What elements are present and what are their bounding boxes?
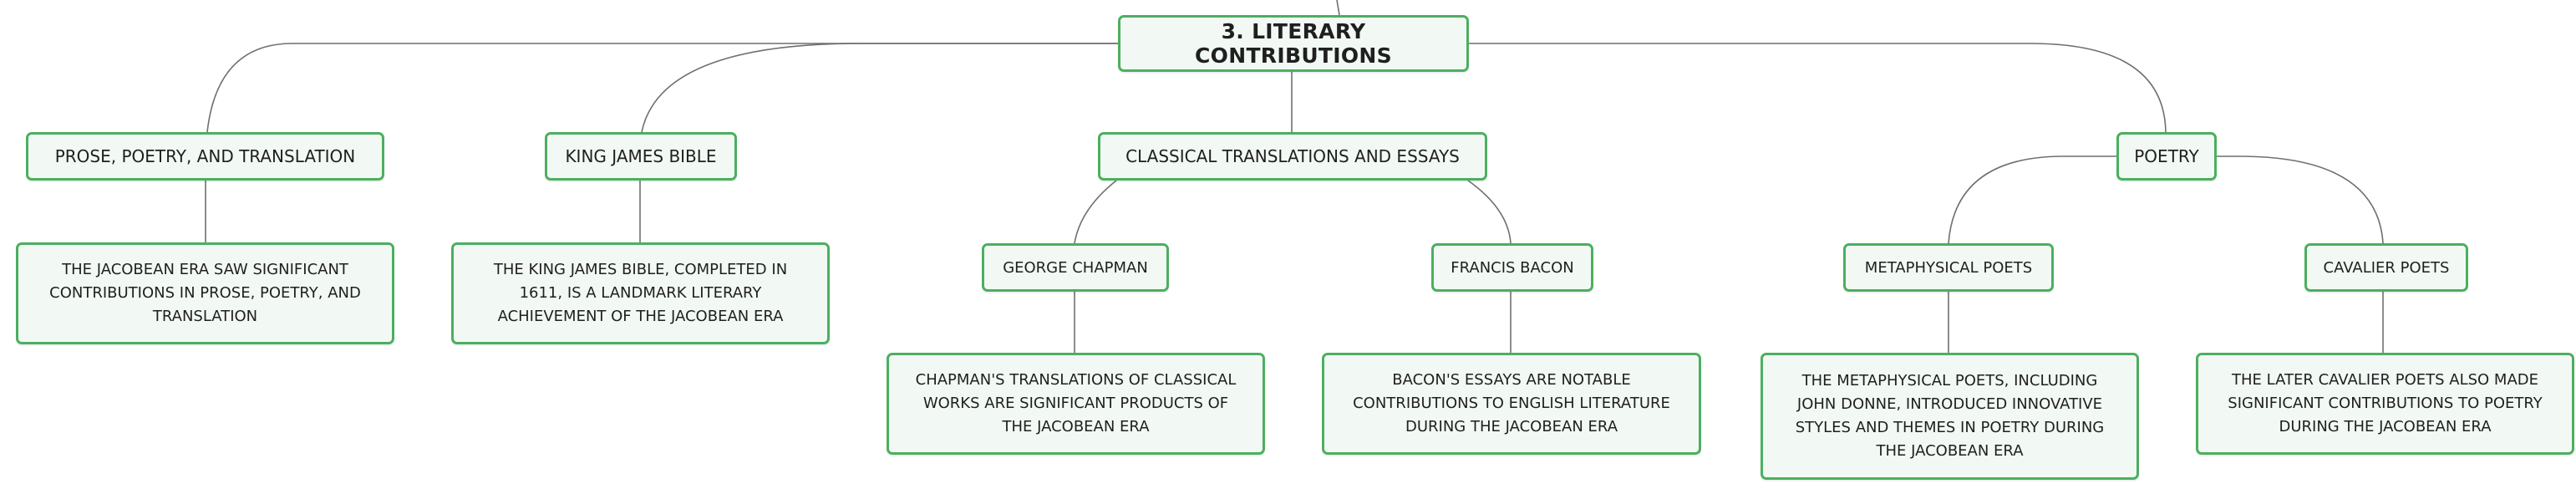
connector-root-poetry [1469, 43, 2167, 133]
branch-label: CLASSICAL TRANSLATIONS AND ESSAYS [1125, 146, 1460, 166]
branch-label: POETRY [2134, 146, 2199, 166]
detail-text: THE JACOBEAN ERA SAW SIGNIFICANT CONTRIB… [49, 261, 361, 325]
detail-metaphysical-poets[interactable]: THE METAPHYSICAL POETS, INCLUDING JOHN D… [1761, 353, 2139, 480]
connector-root-kjb [641, 43, 1118, 133]
branch-label: KING JAMES BIBLE [565, 146, 717, 166]
sub-george-chapman[interactable]: GEORGE CHAPMAN [982, 243, 1169, 292]
root-node[interactable]: 3. LITERARY CONTRIBUTIONS [1118, 15, 1469, 72]
detail-francis-bacon[interactable]: BACON'S ESSAYS ARE NOTABLE CONTRIBUTIONS… [1322, 353, 1701, 455]
root-label: 3. LITERARY CONTRIBUTIONS [1195, 19, 1392, 68]
sub-label: CAVALIER POETS [2323, 258, 2450, 277]
detail-text: CHAPMAN'S TRANSLATIONS OF CLASSICAL WORK… [915, 371, 1237, 435]
sub-cavalier-poets[interactable]: CAVALIER POETS [2304, 243, 2468, 292]
connector-poetry-metaphysical [1948, 155, 2116, 244]
branch-prose-poetry-translation[interactable]: PROSE, POETRY, AND TRANSLATION [26, 132, 384, 181]
connector-classical-bacon [1467, 180, 1512, 244]
connector-poetry-cavalier [2217, 155, 2384, 244]
detail-cavalier-poets[interactable]: THE LATER CAVALIER POETS ALSO MADE SIGNI… [2196, 353, 2574, 455]
connector-root-prose [206, 43, 1118, 133]
branch-label: PROSE, POETRY, AND TRANSLATION [54, 146, 356, 166]
detail-text: THE LATER CAVALIER POETS ALSO MADE SIGNI… [2228, 371, 2543, 435]
branch-classical-translations-essays[interactable]: CLASSICAL TRANSLATIONS AND ESSAYS [1098, 132, 1487, 181]
detail-george-chapman[interactable]: CHAPMAN'S TRANSLATIONS OF CLASSICAL WORK… [887, 353, 1265, 455]
branch-poetry[interactable]: POETRY [2116, 132, 2217, 181]
branch-king-james-bible[interactable]: KING JAMES BIBLE [545, 132, 737, 181]
sub-label: METAPHYSICAL POETS [1864, 258, 2033, 277]
detail-text: THE METAPHYSICAL POETS, INCLUDING JOHN D… [1795, 372, 2105, 460]
detail-text: THE KING JAMES BIBLE, COMPLETED IN 1611,… [493, 261, 788, 325]
detail-king-james-bible[interactable]: THE KING JAMES BIBLE, COMPLETED IN 1611,… [451, 242, 830, 344]
sub-metaphysical-poets[interactable]: METAPHYSICAL POETS [1843, 243, 2054, 292]
sub-francis-bacon[interactable]: FRANCIS BACON [1431, 243, 1593, 292]
sub-label: GEORGE CHAPMAN [1003, 258, 1148, 277]
detail-prose-poetry-translation[interactable]: THE JACOBEAN ERA SAW SIGNIFICANT CONTRIB… [16, 242, 394, 344]
sub-label: FRANCIS BACON [1451, 258, 1574, 277]
connector-classical-chapman [1074, 180, 1117, 244]
connector-parent-root [1336, 0, 1340, 16]
detail-text: BACON'S ESSAYS ARE NOTABLE CONTRIBUTIONS… [1353, 371, 1670, 435]
